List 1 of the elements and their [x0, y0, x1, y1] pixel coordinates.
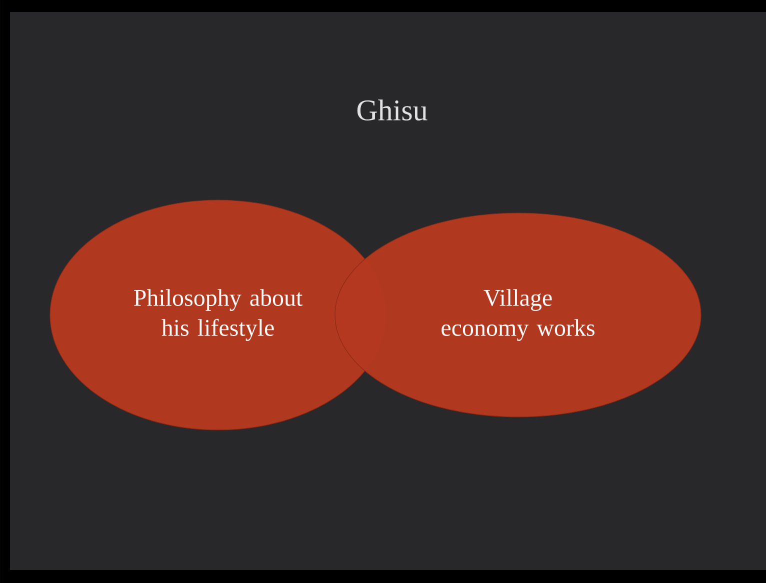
slide-title: Ghisu	[357, 99, 428, 121]
